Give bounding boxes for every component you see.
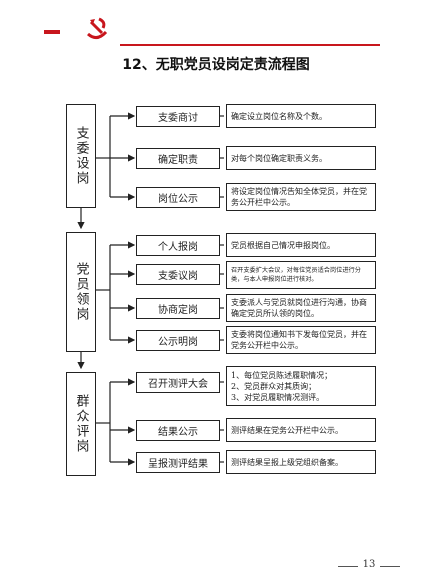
header-divider: [120, 44, 380, 46]
step-description: 将设定岗位情况告知全体党员，并在党务公开栏中公示。: [226, 183, 376, 211]
assessment-list: 1、每位党员陈述履职情况； 2、党员群众对其质询； 3、对党员履职情况测评。: [231, 370, 332, 403]
step-box: 协商定岗: [136, 298, 220, 319]
section-box-3: 群众评岗: [66, 372, 96, 476]
step-box: 岗位公示: [136, 187, 220, 208]
section-box-2: 党员领岗: [66, 232, 96, 352]
page-title: 12、无职党员设岗定责流程图: [122, 57, 310, 73]
party-emblem-icon: [87, 17, 108, 39]
step-box: 支委商讨: [136, 106, 220, 127]
step-description: 支委将岗位通知书下发每位党员，并在党务公开栏中公示。: [226, 326, 376, 354]
section-label: 群众评岗: [73, 394, 89, 454]
step-description: 召开支委扩大会议，对每位党员适合岗位进行分类，与本人申报岗位进行核对。: [226, 261, 376, 289]
list-item: 1、每位党员陈述履职情况；: [231, 370, 333, 380]
step-box: 支委议岗: [136, 264, 220, 285]
step-box: 呈报测评结果: [136, 452, 220, 473]
footer-rule-left: [338, 566, 358, 567]
step-description-list: 1、每位党员陈述履职情况； 2、党员群众对其质询； 3、对党员履职情况测评。: [226, 366, 376, 406]
step-box: 个人报岗: [136, 235, 220, 256]
list-item: 2、党员群众对其质询；: [231, 381, 317, 391]
step-box: 结果公示: [136, 420, 220, 441]
section-label: 党员领岗: [73, 262, 89, 322]
step-description: 测评结果在党务公开栏中公示。: [226, 418, 376, 442]
step-description: 支委派人与党员就岗位进行沟通，协商确定党员所认领的岗位。: [226, 294, 376, 322]
header-accent-bar: [44, 30, 60, 34]
step-box: 公示明岗: [136, 330, 220, 351]
step-description: 党员根据自己情况申报岗位。: [226, 233, 376, 257]
step-box: 确定职责: [136, 148, 220, 169]
footer-rule-right: [380, 566, 400, 567]
page-number: 13: [362, 559, 376, 570]
list-item: 3、对党员履职情况测评。: [231, 392, 325, 402]
section-box-1: 支委设岗: [66, 104, 96, 208]
step-description: 测评结果呈报上级党组织备案。: [226, 450, 376, 474]
section-label: 支委设岗: [73, 126, 89, 186]
step-description: 对每个岗位确定职责义务。: [226, 146, 376, 170]
step-box: 召开测评大会: [136, 372, 220, 393]
step-description: 确定设立岗位名称及个数。: [226, 104, 376, 128]
